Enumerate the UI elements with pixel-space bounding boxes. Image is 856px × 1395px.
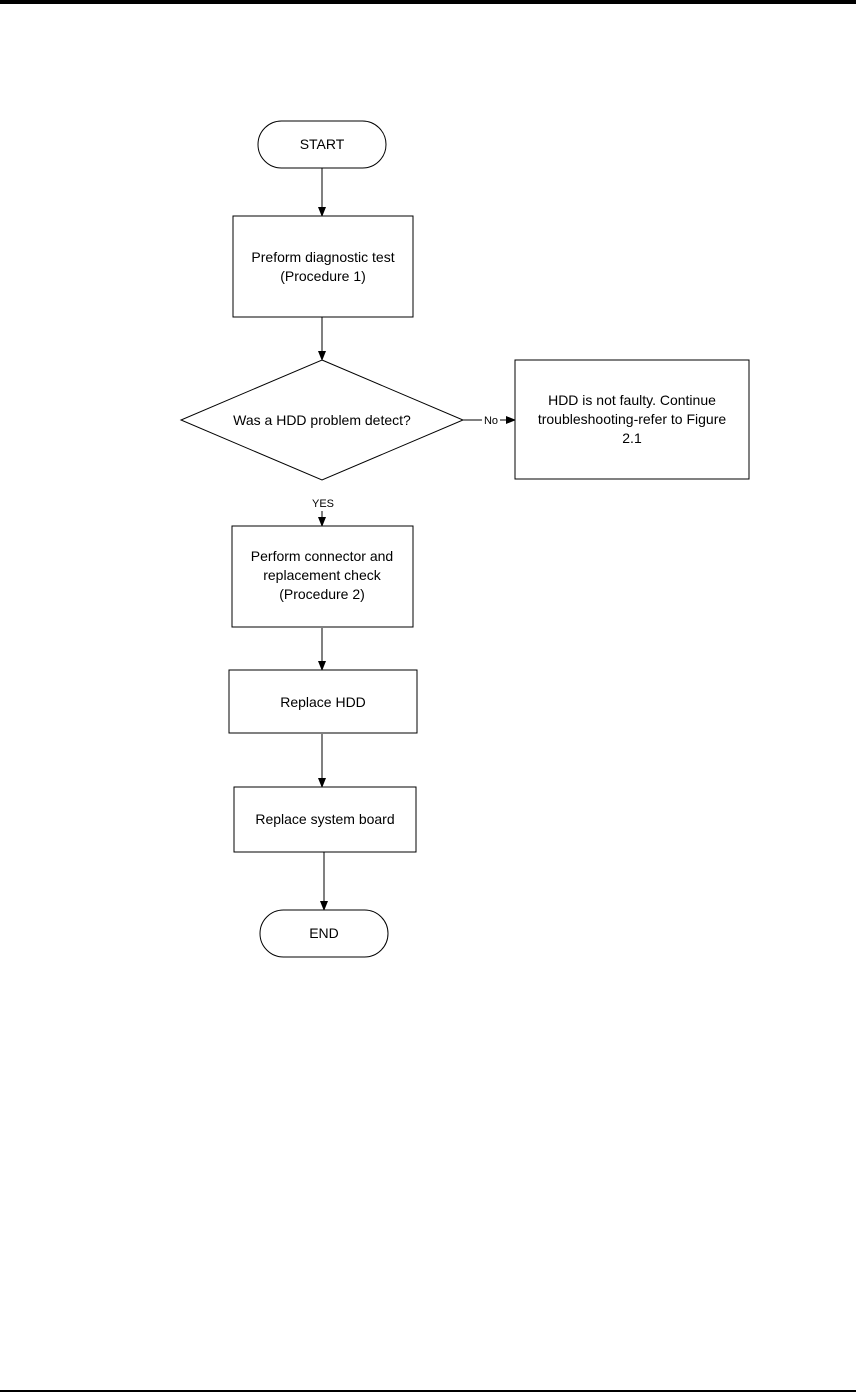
diagnostic-test-line-1: Preform diagnostic test [251, 249, 394, 265]
diagnostic-test-line-2: (Procedure 1) [280, 268, 366, 284]
start-terminator: START [258, 121, 386, 168]
diagnostic-test-step: Preform diagnostic test (Procedure 1) [233, 216, 413, 317]
connector-replacement-check-step: Perform connector and replacement check … [232, 526, 413, 627]
yes-branch-label: YES [312, 498, 334, 510]
no-branch-label: No [484, 415, 498, 427]
decision-question: Was a HDD problem detect? [233, 412, 411, 428]
hdd-problem-decision: Was a HDD problem detect? [181, 360, 463, 480]
replace-system-board-step: Replace system board [234, 787, 416, 852]
connector-check-line-3: (Procedure 2) [279, 586, 365, 602]
end-label: END [309, 925, 339, 941]
not-faulty-line-1: HDD is not faulty. Continue [548, 392, 716, 408]
end-terminator: END [260, 910, 388, 957]
start-label: START [300, 136, 345, 152]
not-faulty-line-3: 2.1 [622, 430, 642, 446]
replace-hdd-step: Replace HDD [229, 670, 417, 733]
replace-board-label: Replace system board [255, 811, 394, 827]
connector-check-line-2: replacement check [263, 567, 382, 583]
not-faulty-line-2: troubleshooting-refer to Figure [538, 411, 727, 427]
replace-hdd-label: Replace HDD [280, 694, 366, 710]
hdd-not-faulty-box: HDD is not faulty. Continue troubleshoot… [515, 360, 749, 479]
connector-check-line-1: Perform connector and [251, 548, 393, 564]
